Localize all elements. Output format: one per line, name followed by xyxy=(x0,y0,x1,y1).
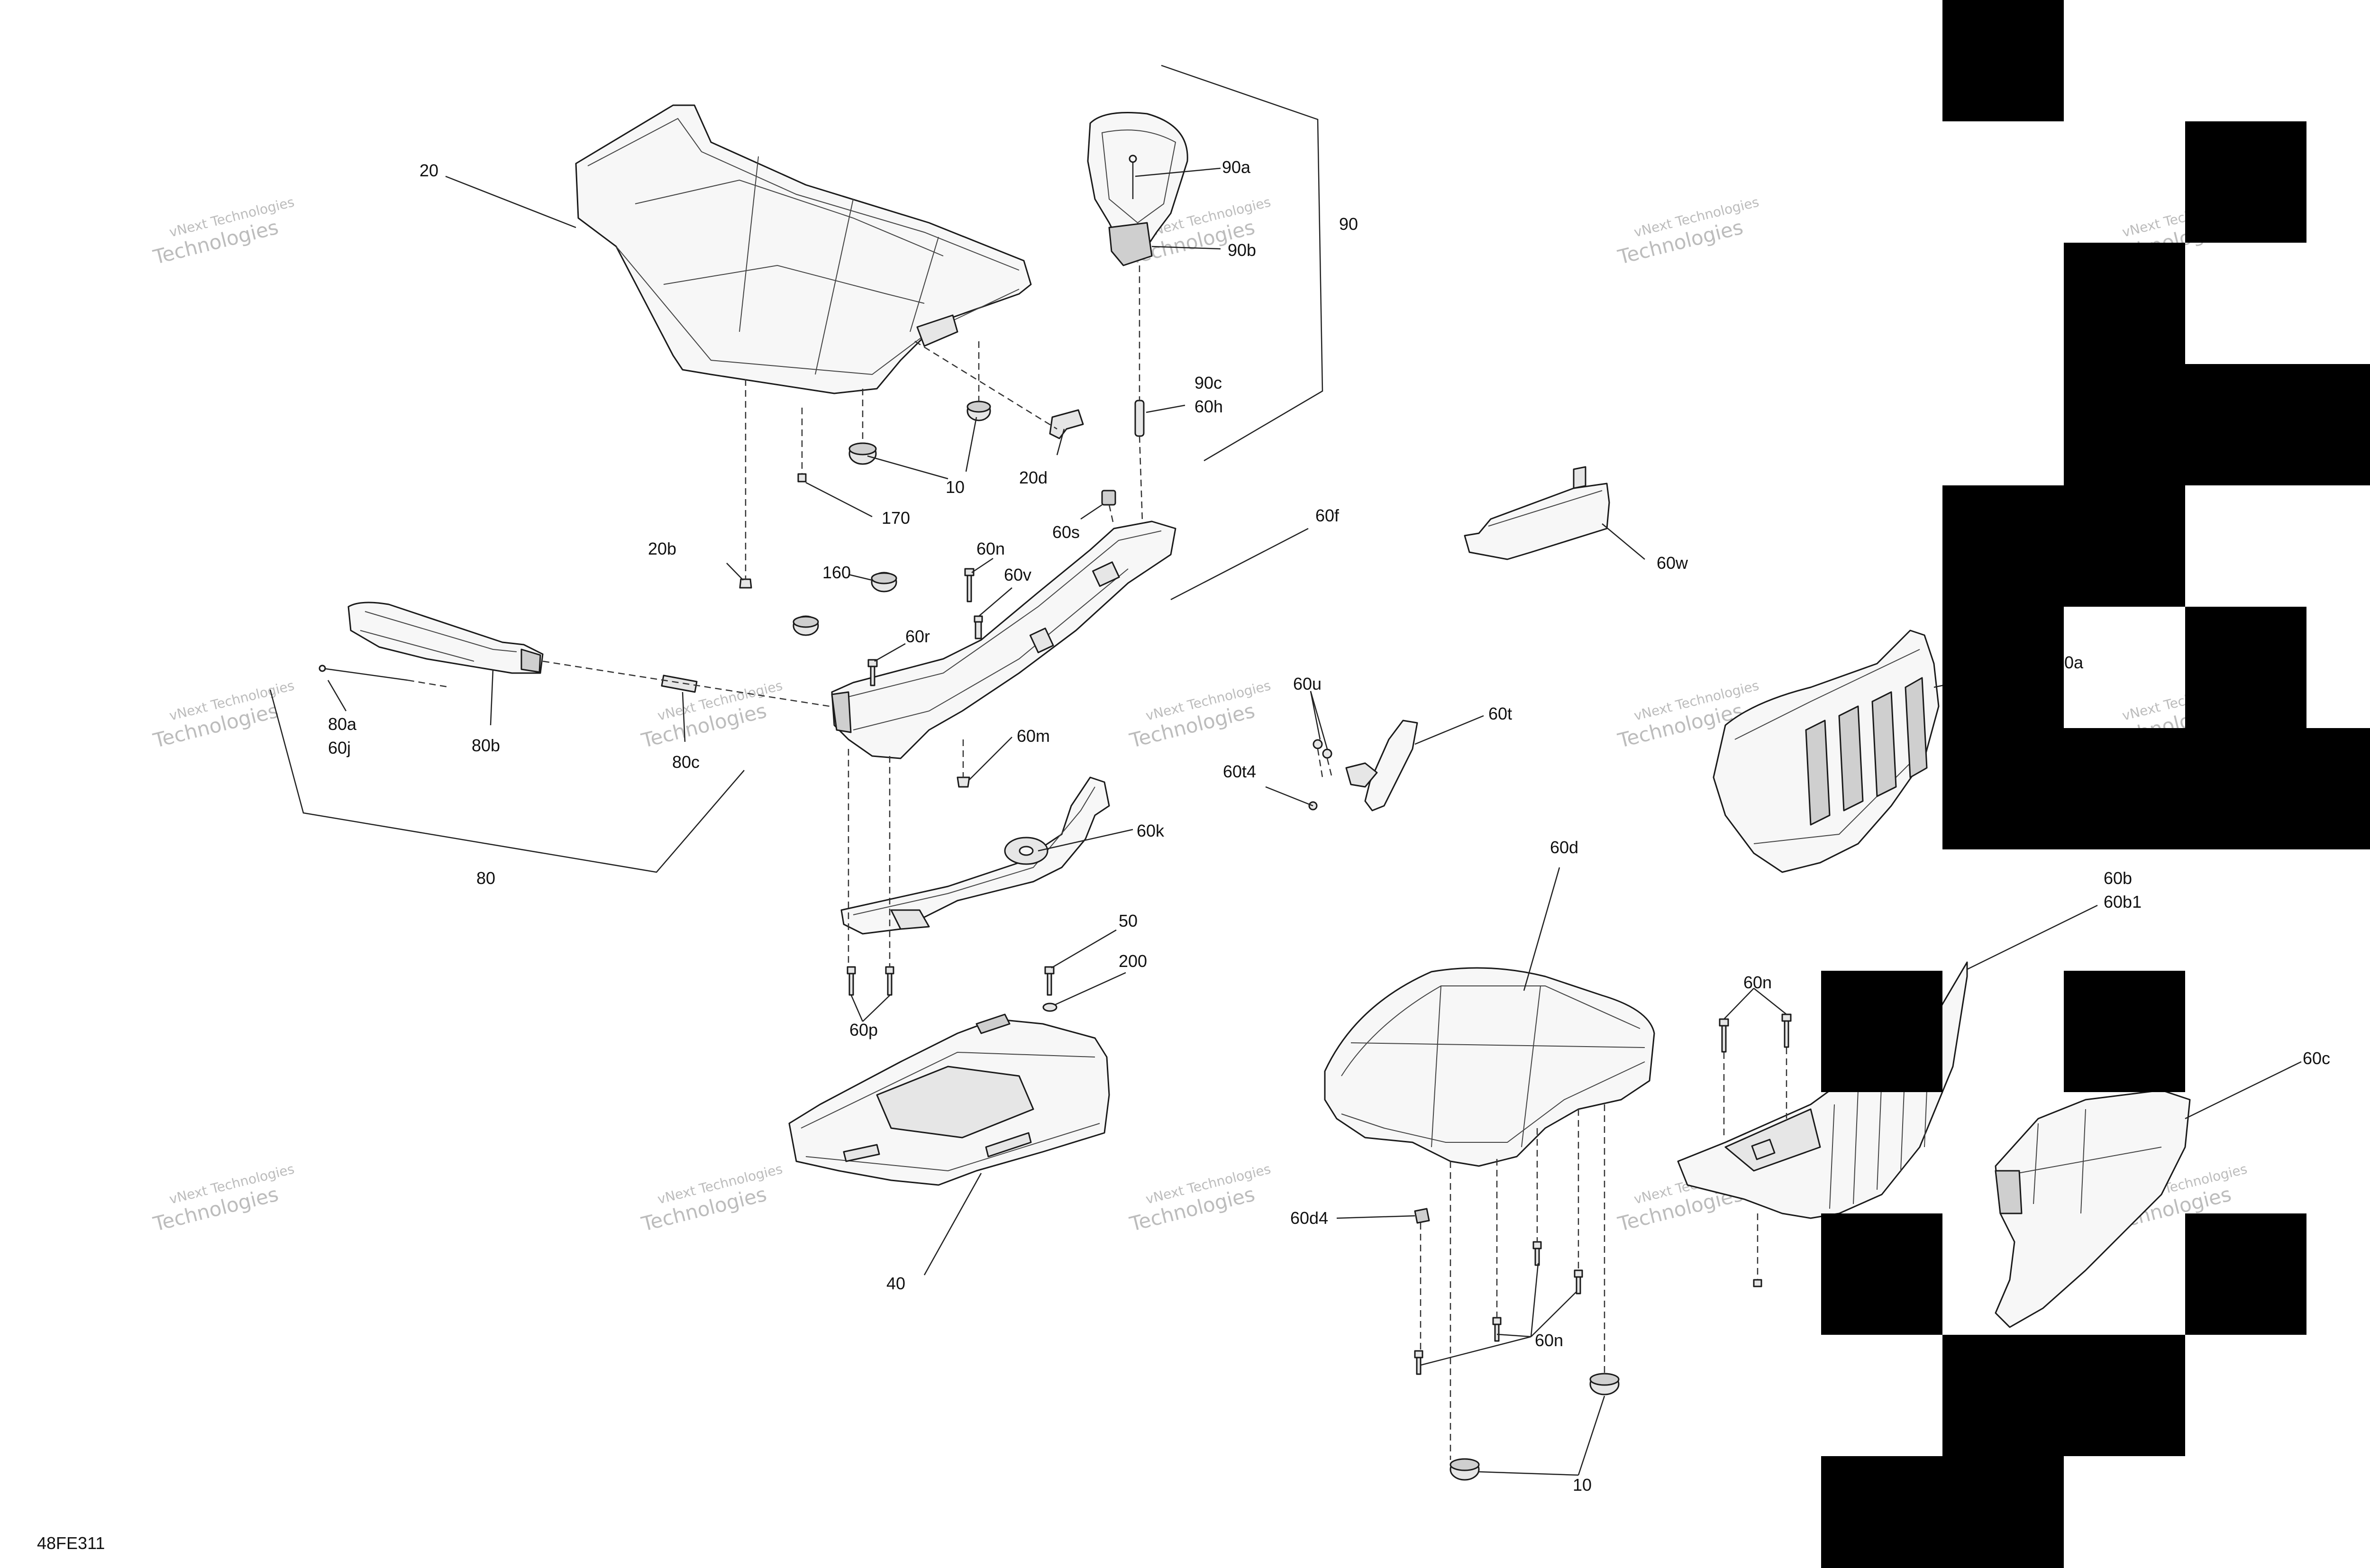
part-60n-rear-screws xyxy=(1414,1241,1583,1375)
callout-60j: 60j xyxy=(328,738,351,757)
callout-60n-b: 60n xyxy=(1743,973,1772,992)
callout-60h: 60h xyxy=(1194,397,1223,416)
callout-20: 20 xyxy=(419,161,438,180)
callout-60t: 60t xyxy=(1488,704,1512,723)
callout-60t4: 60t4 xyxy=(1223,762,1256,781)
redaction-block xyxy=(2185,607,2306,728)
callout-60w: 60w xyxy=(1657,553,1688,573)
callout-60s: 60s xyxy=(1052,522,1080,542)
redaction-block xyxy=(2064,364,2370,485)
part-60k-rail xyxy=(840,776,1110,935)
part-60p-screws xyxy=(847,966,894,996)
callout-60r: 60r xyxy=(905,627,930,646)
callout-50: 50 xyxy=(1119,911,1138,930)
callout-60f: 60f xyxy=(1315,506,1340,525)
redaction-block xyxy=(2064,728,2370,849)
part-90a-backrest xyxy=(1087,112,1188,266)
callout-60d4: 60d4 xyxy=(1290,1208,1328,1228)
callout-80a: 80a xyxy=(328,714,357,734)
diagram-id: 48FE311 xyxy=(37,1533,105,1553)
callout-60m: 60m xyxy=(1017,726,1050,746)
assembly-dashed-lines xyxy=(407,265,1787,1460)
callout-80c: 80c xyxy=(672,752,700,772)
redaction-block xyxy=(1942,1456,2064,1568)
redaction-block xyxy=(1942,0,2064,121)
callout-200: 200 xyxy=(1119,951,1147,971)
callout-20d: 20d xyxy=(1019,468,1048,487)
part-80c-sleeve xyxy=(661,675,698,693)
part-20-seat xyxy=(575,104,1032,394)
callout-90a: 90a xyxy=(1222,157,1251,177)
callout-10-bottom: 10 xyxy=(1573,1475,1592,1495)
redaction-block xyxy=(1821,971,1942,1092)
redaction-block xyxy=(1821,1456,1942,1568)
part-60s-clip xyxy=(1101,490,1116,506)
callout-90b: 90b xyxy=(1228,240,1256,260)
redaction-block xyxy=(2064,243,2185,364)
part-10-bumper-bottom xyxy=(1449,1373,1620,1481)
part-170-fastener xyxy=(797,473,807,483)
callout-60v: 60v xyxy=(1004,565,1031,584)
callout-labels: 20 90a 90b 90 90c 60h 10 20d 170 60s 60f… xyxy=(328,157,2330,1495)
callout-20b: 20b xyxy=(648,539,676,558)
part-60m-screw xyxy=(957,776,970,788)
redaction-block xyxy=(1942,1335,2185,1456)
part-60t-hinge-bracket xyxy=(1308,720,1418,811)
part-60d-seat xyxy=(1324,967,1655,1167)
callout-60c: 60c xyxy=(2303,1048,2330,1068)
redaction-block xyxy=(2064,485,2185,607)
leader-lines xyxy=(269,64,2302,1476)
redaction-block xyxy=(1821,1213,1942,1335)
callout-60p: 60p xyxy=(849,1020,878,1039)
callout-80: 80 xyxy=(476,868,495,888)
part-40-base-tray xyxy=(788,1013,1110,1186)
callout-90c: 90c xyxy=(1194,373,1222,392)
part-60f-seat-base xyxy=(831,520,1176,759)
redaction-block xyxy=(2185,1213,2306,1335)
callout-60u: 60u xyxy=(1293,674,1322,693)
part-10-bumper-top xyxy=(848,401,991,465)
redaction-blocks xyxy=(1821,0,2370,1568)
redaction-block xyxy=(2064,971,2185,1092)
part-20b-screw xyxy=(739,578,752,589)
callout-40: 40 xyxy=(886,1274,905,1293)
callout-80b: 80b xyxy=(472,736,500,755)
callout-170: 170 xyxy=(882,508,910,528)
callout-60b: 60b xyxy=(2104,868,2132,888)
part-160-bumper xyxy=(793,572,897,636)
part-20d-clip xyxy=(1049,409,1084,439)
callout-60k: 60k xyxy=(1137,821,1165,840)
part-80a-pin xyxy=(319,665,408,681)
part-60d4-clip xyxy=(1414,1208,1430,1224)
part-90c-pin xyxy=(1134,400,1145,437)
part-60w-bracket xyxy=(1464,466,1610,560)
callout-60b1: 60b1 xyxy=(2104,892,2142,912)
callout-160: 160 xyxy=(822,563,851,582)
redaction-block xyxy=(1942,607,2064,728)
callout-90: 90 xyxy=(1339,214,1358,234)
callout-60d: 60d xyxy=(1550,838,1578,857)
redaction-block xyxy=(1942,485,2064,607)
callout-10-top: 10 xyxy=(946,477,965,497)
redaction-block xyxy=(2185,121,2306,243)
callout-60n-c: 60n xyxy=(1535,1331,1563,1350)
part-50-200-screws xyxy=(1042,966,1057,1012)
part-80b-grab-handle xyxy=(347,602,544,674)
redaction-block xyxy=(1942,728,2064,849)
part-60n-shell-screws xyxy=(1719,1013,1792,1287)
callout-60n-a: 60n xyxy=(976,539,1005,558)
part-60c-cover xyxy=(1995,1089,2191,1328)
part-60a-backrest xyxy=(1713,629,1940,873)
